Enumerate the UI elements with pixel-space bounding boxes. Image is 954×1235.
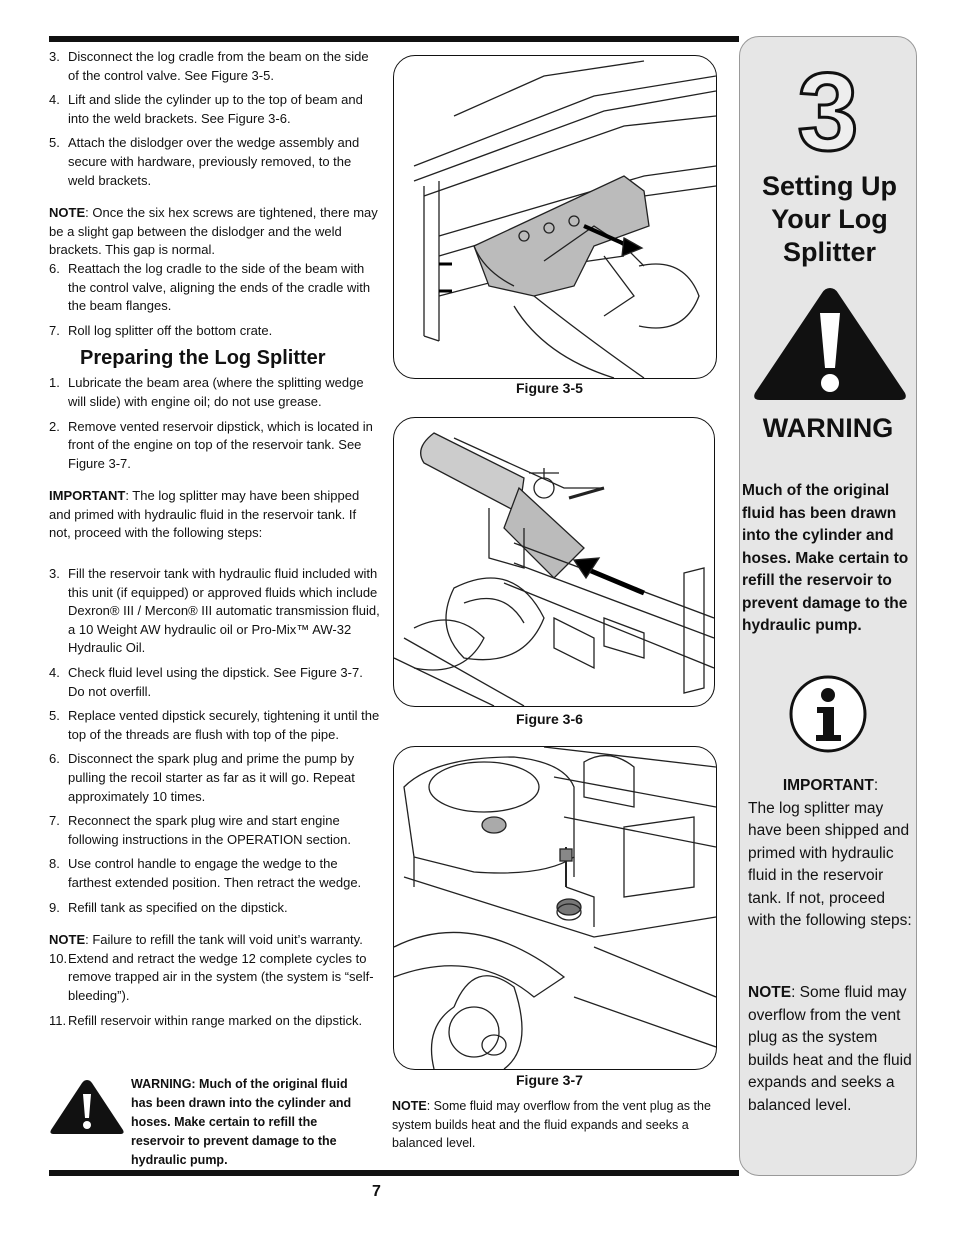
list-item: 1.Lubricate the beam area (where the spl… [49, 375, 364, 409]
figure-3-6-caption: Figure 3-6 [516, 711, 583, 727]
list-item: 11.Refill reservoir within range marked … [49, 1012, 363, 1028]
list-item: 6.Disconnect the spark plug and prime th… [49, 751, 355, 804]
chapter-title: Setting Up Your Log Splitter [762, 171, 897, 267]
section-title: Preparing the Log Splitter [80, 347, 326, 370]
figure-3-5 [393, 55, 717, 379]
chapter-number: 3 [796, 50, 860, 176]
figure-note: NOTE: Some fluid may overflow from the v… [392, 1099, 711, 1151]
top-rule [49, 36, 739, 42]
list-item: 3.Disconnect the log cradle from the bea… [49, 49, 369, 83]
list-item: 10.Extend and retract the wedge 12 compl… [49, 950, 374, 1003]
warning-triangle-icon [50, 1080, 124, 1134]
bottom-rule [49, 1170, 739, 1176]
sidebar-important: IMPORTANT: The log splitter may have bee… [748, 777, 912, 929]
list-item: 5.Attach the dislodger over the wedge as… [49, 135, 360, 188]
list-item: 2.Remove vented reservoir dipstick, whic… [49, 418, 373, 471]
list-item: 9.Refill tank as specified on the dipsti… [49, 899, 288, 915]
list-item: 7.Roll log splitter off the bottom crate… [49, 322, 273, 338]
figure-3-7-illustration [394, 747, 716, 1069]
info-icon [789, 675, 867, 753]
figure-3-5-illustration [413, 60, 716, 378]
steps-list-e: 10.Extend and retract the wedge 12 compl… [49, 950, 381, 1030]
bottom-warning-text: WARNING: Much of the original fluid has … [131, 1077, 352, 1167]
steps-list-d: 3.Fill the reservoir tank with hydraulic… [49, 565, 381, 917]
steps-list-c: 1.Lubricate the beam area (where the spl… [49, 374, 381, 473]
list-item: 7.Reconnect the spark plug wire and star… [49, 813, 351, 847]
sidebar-note: NOTE: Some fluid may overflow from the v… [748, 984, 912, 1114]
figure-3-7 [393, 746, 717, 1070]
list-item: 4.Lift and slide the cylinder up to the … [49, 92, 363, 126]
instructions-column: 3.Disconnect the log cradle from the bea… [49, 48, 381, 1036]
sidebar-warning-text: Much of the original fluid has been draw… [742, 482, 909, 634]
list-item: 6.Reattach the log cradle to the side of… [49, 260, 371, 314]
page-number: 7 [372, 1183, 381, 1200]
figure-3-6-illustration [394, 432, 714, 706]
steps-list-b: 6.Reattach the log cradle to the side of… [49, 260, 381, 340]
list-item: 3.Fill the reservoir tank with hydraulic… [49, 566, 380, 656]
list-item: 4.Check fluid level using the dipstick. … [49, 665, 363, 699]
chapter-sidebar [739, 36, 917, 1176]
warning-label: WARNING [762, 413, 894, 443]
warranty-note: NOTE: Failure to refill the tank will vo… [49, 932, 363, 948]
important-note: IMPORTANT: The log splitter may have bee… [49, 488, 360, 541]
list-item: 5.Replace vented dipstick securely, tigh… [49, 708, 380, 742]
list-item: 8.Use control handle to engage the wedge… [49, 856, 362, 890]
figure-3-7-caption: Figure 3-7 [516, 1072, 583, 1088]
warning-triangle-icon [754, 288, 906, 400]
figure-3-6 [393, 417, 715, 707]
steps-list-a: 3.Disconnect the log cradle from the bea… [49, 48, 381, 190]
note-gap: NOTE: Once the six hex screws are tighte… [49, 205, 378, 258]
figure-3-5-caption: Figure 3-5 [516, 380, 583, 396]
